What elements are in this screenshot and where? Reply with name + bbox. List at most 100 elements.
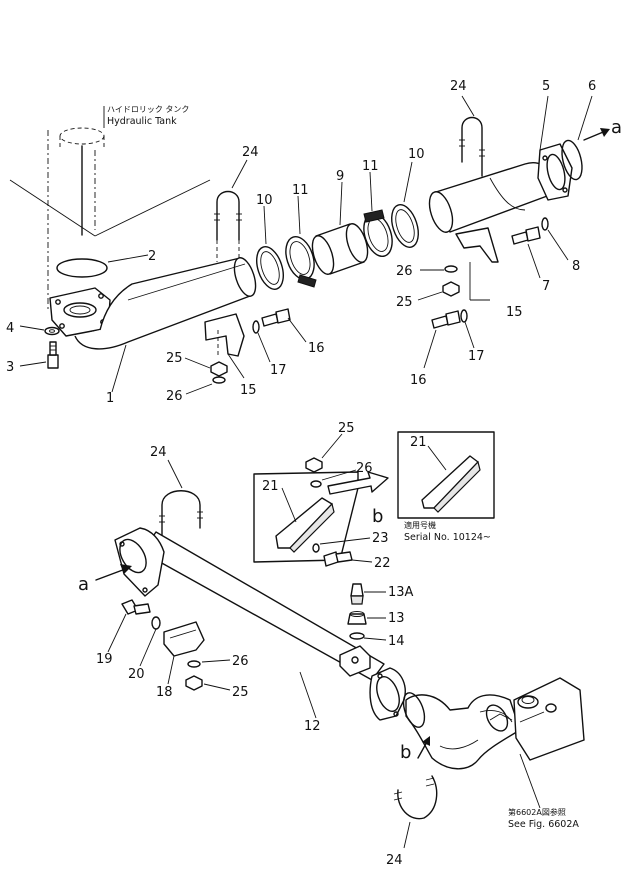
part-label-11-b: 11	[362, 159, 379, 174]
bolt-16-right	[423, 310, 461, 369]
part-label-26-d: 26	[232, 654, 249, 669]
bracket-15-left	[204, 313, 245, 379]
part-label-12: 12	[304, 719, 321, 734]
hydraulic-tank-reference: ハイドロリック タンク Hydraulic Tank	[9, 105, 211, 310]
nut-25-detail	[305, 433, 343, 473]
part-label-21-a: 21	[262, 479, 279, 494]
part-label-17-a: 17	[270, 363, 287, 378]
part-label-14: 14	[388, 634, 405, 649]
gasket-6	[561, 95, 593, 181]
bolt-19	[107, 599, 151, 653]
part-label-21-b: 21	[410, 435, 427, 450]
part-label-20: 20	[128, 667, 145, 682]
letter-a-bottom: a	[78, 574, 89, 595]
part-label-24-d: 24	[386, 853, 403, 868]
part-label-13: 13	[388, 611, 405, 626]
long-pipe-12	[114, 527, 406, 721]
part-label-25-a: 25	[166, 351, 183, 366]
part-label-1: 1	[106, 391, 114, 406]
part-label-16-a: 16	[308, 341, 325, 356]
part-label-24-c: 24	[150, 445, 167, 460]
serial-label-en: Serial No. 10124~	[404, 532, 491, 543]
part-label-9: 9	[336, 169, 344, 184]
washer-26-bottom	[187, 659, 231, 668]
part-label-24-a: 24	[242, 145, 259, 160]
clamp-11-left	[285, 195, 317, 288]
part-label-25-b: 25	[396, 295, 413, 310]
part-label-26-c: 26	[356, 461, 373, 476]
part-label-26-a: 26	[166, 389, 183, 404]
o-ring-2	[56, 254, 149, 278]
part-label-19: 19	[96, 652, 113, 667]
see-fig-label-en: See Fig. 6602A	[508, 819, 579, 830]
part-label-5: 5	[542, 79, 550, 94]
part-label-22: 22	[374, 556, 391, 571]
washer-4	[19, 325, 60, 336]
arrow-b-detail: b	[327, 471, 389, 527]
part-label-6: 6	[588, 79, 596, 94]
fitting-13a	[350, 583, 386, 605]
washer-17-right	[460, 309, 475, 349]
part-label-15-a: 15	[240, 383, 257, 398]
washer-20	[139, 616, 161, 667]
part-label-18: 18	[156, 685, 173, 700]
part-label-25-c: 25	[338, 421, 355, 436]
bolt-7	[511, 226, 541, 279]
washer-23-detail	[312, 537, 371, 553]
hydraulic-tank-label-en: Hydraulic Tank	[107, 116, 177, 127]
hose-9	[311, 181, 369, 275]
washer-26-right	[420, 265, 458, 273]
nut-25-bottom	[185, 675, 231, 691]
washer-26-left	[185, 376, 226, 395]
bolt-3	[19, 341, 59, 369]
o-ring-14	[349, 632, 387, 641]
elbow-pipe-to-pump	[402, 677, 585, 809]
u-bolt-24-right	[459, 95, 485, 177]
hydraulic-tank-label-jp: ハイドロリック タンク	[107, 105, 189, 114]
part-label-2: 2	[148, 249, 156, 264]
u-bolt-24-bottom	[393, 775, 438, 849]
nut-25-left	[184, 357, 228, 377]
part-label-15-b: 15	[506, 305, 523, 320]
part-label-26-b: 26	[396, 264, 413, 279]
part-label-3: 3	[6, 360, 14, 375]
letter-a-top: a	[611, 117, 622, 138]
serial-label-jp: 適用号機	[404, 520, 436, 530]
bracket-15-right	[455, 227, 499, 301]
bolt-16-left	[261, 308, 307, 343]
fitting-13	[347, 611, 386, 625]
u-bolt-24-left	[214, 159, 248, 262]
arrow-b-bottom: b	[400, 736, 430, 763]
arrow-a-bottom: a	[78, 564, 132, 595]
part-number-callouts: 2 4 3 1 24 10 11 9 11 10 24 5 6 25 26 15…	[6, 79, 596, 868]
left-tank-pipe	[49, 257, 257, 393]
nut-25-right	[417, 281, 460, 301]
letter-b-bottom: b	[400, 742, 411, 763]
washer-26-detail	[310, 469, 357, 488]
clamp-10-left	[256, 205, 284, 290]
part-label-8: 8	[572, 259, 580, 274]
bolt-22-detail	[323, 551, 373, 567]
right-pump-pipe	[428, 95, 573, 233]
letter-b-top: b	[372, 506, 383, 527]
part-label-10-b: 10	[408, 147, 425, 162]
arrow-a-top: a	[583, 117, 622, 141]
part-label-10-a: 10	[256, 193, 273, 208]
part-label-7: 7	[542, 279, 550, 294]
bracket-18	[163, 621, 205, 685]
part-label-4: 4	[6, 321, 14, 336]
part-label-24-b: 24	[450, 79, 467, 94]
washer-17-left	[252, 320, 271, 363]
bracket-21-detail-old	[253, 471, 359, 563]
part-label-16-b: 16	[410, 373, 427, 388]
u-bolt-24-bottom-left	[159, 459, 203, 536]
see-fig-label-jp: 第6602A図参照	[508, 807, 566, 817]
part-label-17-b: 17	[468, 349, 485, 364]
serial-detail-box: 適用号機 Serial No. 10124~	[397, 431, 495, 543]
part-label-11-a: 11	[292, 183, 309, 198]
clamp-10-right	[391, 161, 419, 248]
part-label-13a: 13A	[388, 585, 414, 600]
see-figure-note: 第6602A図参照 See Fig. 6602A	[508, 807, 579, 830]
